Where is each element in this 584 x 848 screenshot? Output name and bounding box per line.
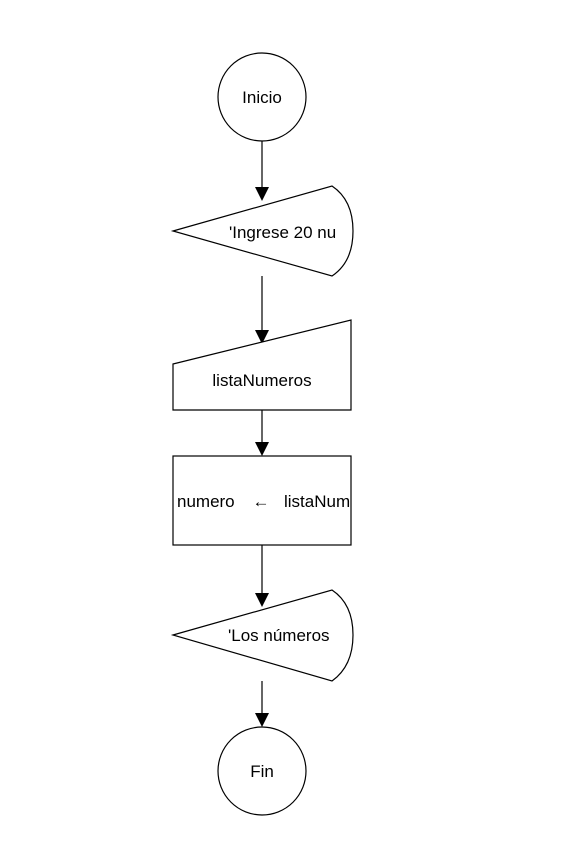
end-node: Fin xyxy=(217,726,307,816)
start-label: Inicio xyxy=(242,88,282,107)
assign-target-label: numero xyxy=(177,492,235,511)
assign-source-label: listaNum xyxy=(284,492,350,511)
output-node-prompt: 'Ingrese 20 nu xyxy=(170,185,354,277)
edge-assign-to-output xyxy=(255,545,269,607)
assign-target-clip-mask xyxy=(240,488,247,514)
assign-arrow-glyph: ← xyxy=(253,492,270,511)
end-label: Fin xyxy=(250,762,274,781)
output-node-result: 'Los números xyxy=(170,589,354,682)
output-prompt-label: 'Ingrese 20 nu xyxy=(229,223,336,242)
edge-start-to-output xyxy=(255,141,269,201)
edge-input-to-assign xyxy=(255,410,269,456)
input-node: listaNumeros xyxy=(172,319,352,411)
output-result-label: 'Los números xyxy=(228,626,330,645)
edge-output-to-end xyxy=(255,681,269,727)
input-node-label: listaNumeros xyxy=(212,371,311,390)
assign-node: numero ← listaNum xyxy=(172,455,352,546)
edge-output-to-input xyxy=(255,276,269,344)
start-node: Inicio xyxy=(217,52,307,142)
